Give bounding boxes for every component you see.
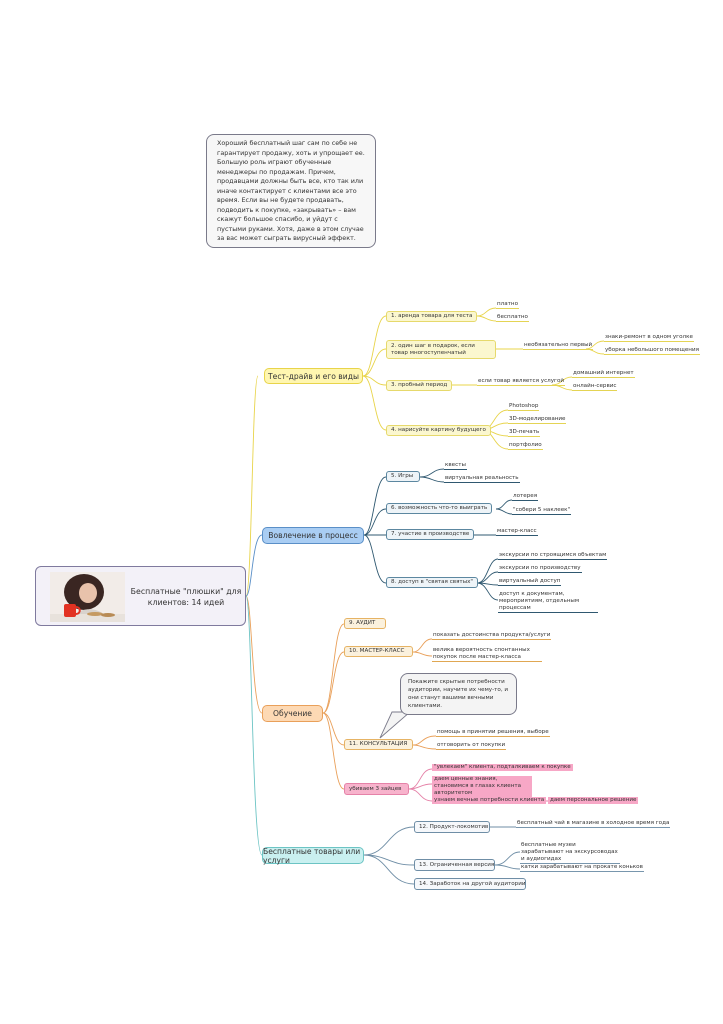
callout-hidden-needs: Покажите скрытые потребности аудитории, … — [400, 673, 517, 715]
topic-10-master-class[interactable]: 10. МАСТЕР-КЛАСС — [344, 646, 413, 657]
topic-1-rental[interactable]: 1. аренда товара для теста — [386, 311, 478, 322]
topic-12-locomotive[interactable]: 12. Продукт-локомотив — [414, 821, 490, 833]
central-topic[interactable]: Бесплатные "плюшки" для клиентов: 14 иде… — [35, 566, 246, 626]
topic-8-holy-of-holies[interactable]: 8. доступ в "святая святых" — [386, 577, 478, 588]
topic-label: 6. возможность что-то выиграть — [391, 505, 488, 511]
topic-label: 10. МАСТЕР-КЛАСС — [349, 648, 405, 654]
topic-label: 3. пробный период — [391, 382, 448, 388]
leaf-spontaneous-purchases[interactable]: велика вероятность спонтанных покупок по… — [432, 647, 542, 662]
leaf-documents-access[interactable]: доступ к документам, мероприятиям, отдел… — [498, 591, 598, 613]
leaf-quests[interactable]: квесты — [444, 462, 467, 470]
leaf-construction-tours[interactable]: экскурсии по строящимся объектам — [498, 552, 608, 560]
leaf-master-class[interactable]: мастер-класс — [496, 528, 538, 536]
topic-label: 12. Продукт-локомотив — [419, 823, 489, 830]
topic-label: 11. КОНСУЛЬТАЦИЯ — [349, 741, 408, 747]
leaf-repair-corner[interactable]: знаки-ремонт в одном уголке — [604, 334, 694, 342]
topic-6-win[interactable]: 6. возможность что-то выиграть — [386, 503, 493, 514]
leaf-virtual-access[interactable]: виртуальный доступ — [498, 578, 562, 586]
leaf-collect-stickers[interactable]: "собери 5 наклеек" — [512, 507, 572, 515]
branch-free-products[interactable]: Бесплатные товары или услуги — [262, 846, 364, 865]
topic-2-one-step[interactable]: 2. один шаг в подарок, если товар многос… — [386, 340, 496, 359]
leaf-portfolio[interactable]: портфолио — [508, 442, 543, 450]
branch-label: Вовлечение в процесс — [268, 531, 358, 540]
topic-label: убиваем 3 зайцев — [349, 785, 402, 792]
topic-label: 7. участие в производстве — [391, 531, 470, 537]
leaf-if-service[interactable]: если товар является услугой — [477, 378, 566, 386]
branch-involvement[interactable]: Вовлечение в процесс — [262, 527, 364, 544]
callout-text: Покажите скрытые потребности аудитории, … — [408, 679, 509, 709]
topic-label: 5. Игры — [391, 473, 414, 479]
topic-9-audit[interactable]: 9. АУДИТ — [344, 618, 386, 629]
leaf-free-museums[interactable]: бесплатные музеи зарабатывают на экскурс… — [520, 842, 620, 864]
topic-14-other-audience[interactable]: 14. Заработок на другой аудитории — [414, 878, 526, 890]
leaf-eternal-needs[interactable]: узнаем вечные потребности клиента — [432, 797, 547, 804]
branch-label: Тест-драйв и его виды — [268, 371, 359, 381]
topic-label: 14. Заработок на другой аудитории — [419, 880, 526, 887]
leaf-skating-rinks[interactable]: катки зарабатывают на прокате коньков — [520, 864, 644, 872]
central-topic-title: Бесплатные "плюшки" для клиентов: 14 иде… — [130, 587, 242, 607]
branch-label: Бесплатные товары или услуги — [263, 846, 361, 865]
leaf-free[interactable]: бесплатно — [496, 314, 529, 322]
leaf-production-tours[interactable]: экскурсии по производству — [498, 565, 582, 573]
topic-label: 8. доступ в "святая святых" — [391, 579, 473, 585]
leaf-3d-modeling[interactable]: 3D-моделирование — [508, 416, 567, 424]
leaf-virtual-reality[interactable]: виртуальная реальность — [444, 475, 520, 483]
woman-with-cookies-image — [50, 572, 125, 622]
note-sales-managers: Хороший бесплатный шаг сам по себе не га… — [206, 134, 376, 248]
branch-test-drive[interactable]: Тест-драйв и его виды — [264, 368, 363, 384]
branch-learning[interactable]: Обучение — [262, 705, 323, 722]
topic-7-production[interactable]: 7. участие в производстве — [386, 529, 475, 540]
leaf-not-first[interactable]: необязательно первый — [523, 342, 594, 350]
leaf-photoshop[interactable]: Photoshop — [508, 403, 540, 411]
topic-3-trial[interactable]: 3. пробный период — [386, 380, 453, 391]
callout-pointer — [379, 711, 412, 739]
leaf-lottery[interactable]: лотерея — [512, 493, 539, 501]
leaf-paid[interactable]: платно — [496, 301, 519, 309]
note-text: Хороший бесплатный шаг сам по себе не га… — [217, 139, 365, 242]
leaf-free-tea[interactable]: бесплатный чай в магазине в холодное вре… — [516, 820, 671, 828]
leaf-valuable-knowledge[interactable]: даем ценные знания, становимся в глазах … — [432, 776, 532, 797]
leaf-help-decision[interactable]: помощь в принятии решения, выборе — [436, 729, 550, 737]
topic-4-future-picture[interactable]: 4. нарисуйте картину будущего — [386, 425, 491, 436]
leaf-small-cleaning[interactable]: уборка небольшого помещения — [604, 347, 700, 355]
leaf-show-advantages[interactable]: показать достоинства продукта/услуги — [432, 632, 552, 640]
topic-13-limited-version[interactable]: 13. Ограниченная версия — [414, 859, 495, 871]
leaf-engage-client[interactable]: "увлекаем" клиента, подталкиваем к покуп… — [432, 764, 573, 771]
topic-5-games[interactable]: 5. Игры — [386, 471, 420, 482]
topic-three-hares[interactable]: убиваем 3 зайцев — [344, 783, 409, 795]
leaf-home-internet[interactable]: домашний интернет — [572, 370, 635, 378]
topic-label: 9. АУДИТ — [349, 620, 376, 626]
topic-label: 2. один шаг в подарок, если товар многос… — [391, 342, 475, 356]
leaf-personal-solution[interactable]: даем персональное решение — [548, 797, 639, 804]
topic-label: 4. нарисуйте картину будущего — [391, 427, 486, 433]
leaf-3d-printing[interactable]: 3D-печать — [508, 429, 541, 437]
branch-label: Обучение — [273, 709, 312, 718]
leaf-online-service[interactable]: онлайн-сервис — [572, 383, 618, 391]
leaf-talk-out-purchase[interactable]: отговорить от покупки — [436, 742, 507, 750]
topic-label: 1. аренда товара для теста — [391, 313, 473, 319]
topic-11-consultation[interactable]: 11. КОНСУЛЬТАЦИЯ — [344, 739, 413, 750]
topic-label: 13. Ограниченная версия — [419, 861, 495, 868]
